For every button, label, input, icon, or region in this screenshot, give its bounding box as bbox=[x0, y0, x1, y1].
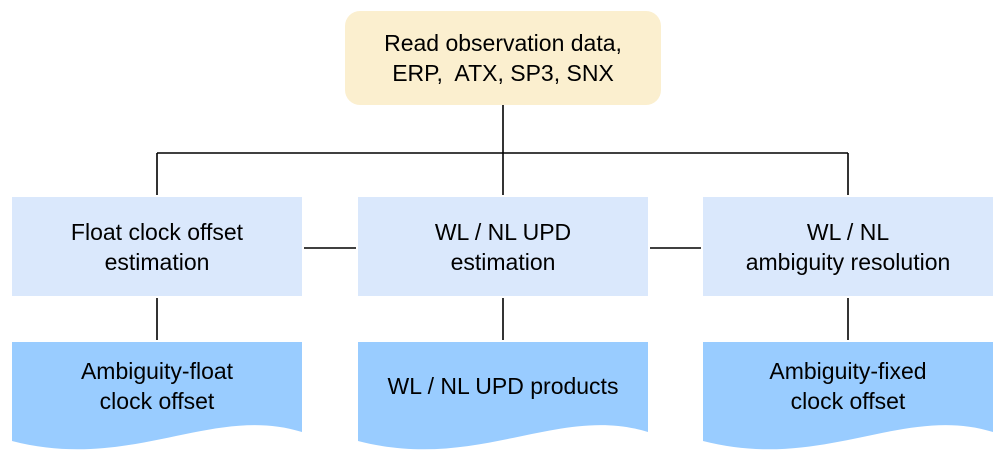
document-shape bbox=[12, 342, 302, 450]
node-ambiguity-fixed-clock-offset-label: Ambiguity-fixed clock offset bbox=[769, 358, 927, 414]
node-ambiguity-fixed-clock-offset: Ambiguity-fixed clock offset bbox=[703, 342, 993, 457]
node-wl-nl-ambiguity-resolution: WL / NL ambiguity resolution bbox=[703, 197, 993, 296]
node-float-clock-offset-estimation-label: Float clock offset estimation bbox=[70, 218, 244, 275]
node-wl-nl-upd-products-label: WL / NL UPD products bbox=[387, 373, 619, 399]
document-shape bbox=[358, 342, 648, 450]
node-read-observation-data: Read observation data, ERP, ATX, SP3, SN… bbox=[345, 11, 661, 105]
document-shape-path bbox=[703, 342, 993, 450]
node-wl-nl-upd-estimation-label: WL / NL UPD estimation bbox=[434, 218, 572, 275]
node-ambiguity-float-clock-offset: Ambiguity-float clock offset bbox=[12, 342, 302, 457]
node-read-observation-data-label: Read observation data, ERP, ATX, SP3, SN… bbox=[384, 30, 622, 86]
document-shape-path bbox=[12, 342, 302, 450]
node-wl-nl-upd-products: WL / NL UPD products bbox=[358, 342, 648, 457]
node-wl-nl-ambiguity-resolution-label: WL / NL ambiguity resolution bbox=[745, 218, 951, 275]
node-wl-nl-upd-estimation: WL / NL UPD estimation bbox=[358, 197, 648, 296]
document-shape-path bbox=[358, 342, 648, 450]
document-shape bbox=[703, 342, 993, 450]
node-ambiguity-float-clock-offset-label: Ambiguity-float clock offset bbox=[80, 358, 234, 414]
node-float-clock-offset-estimation: Float clock offset estimation bbox=[12, 197, 302, 296]
